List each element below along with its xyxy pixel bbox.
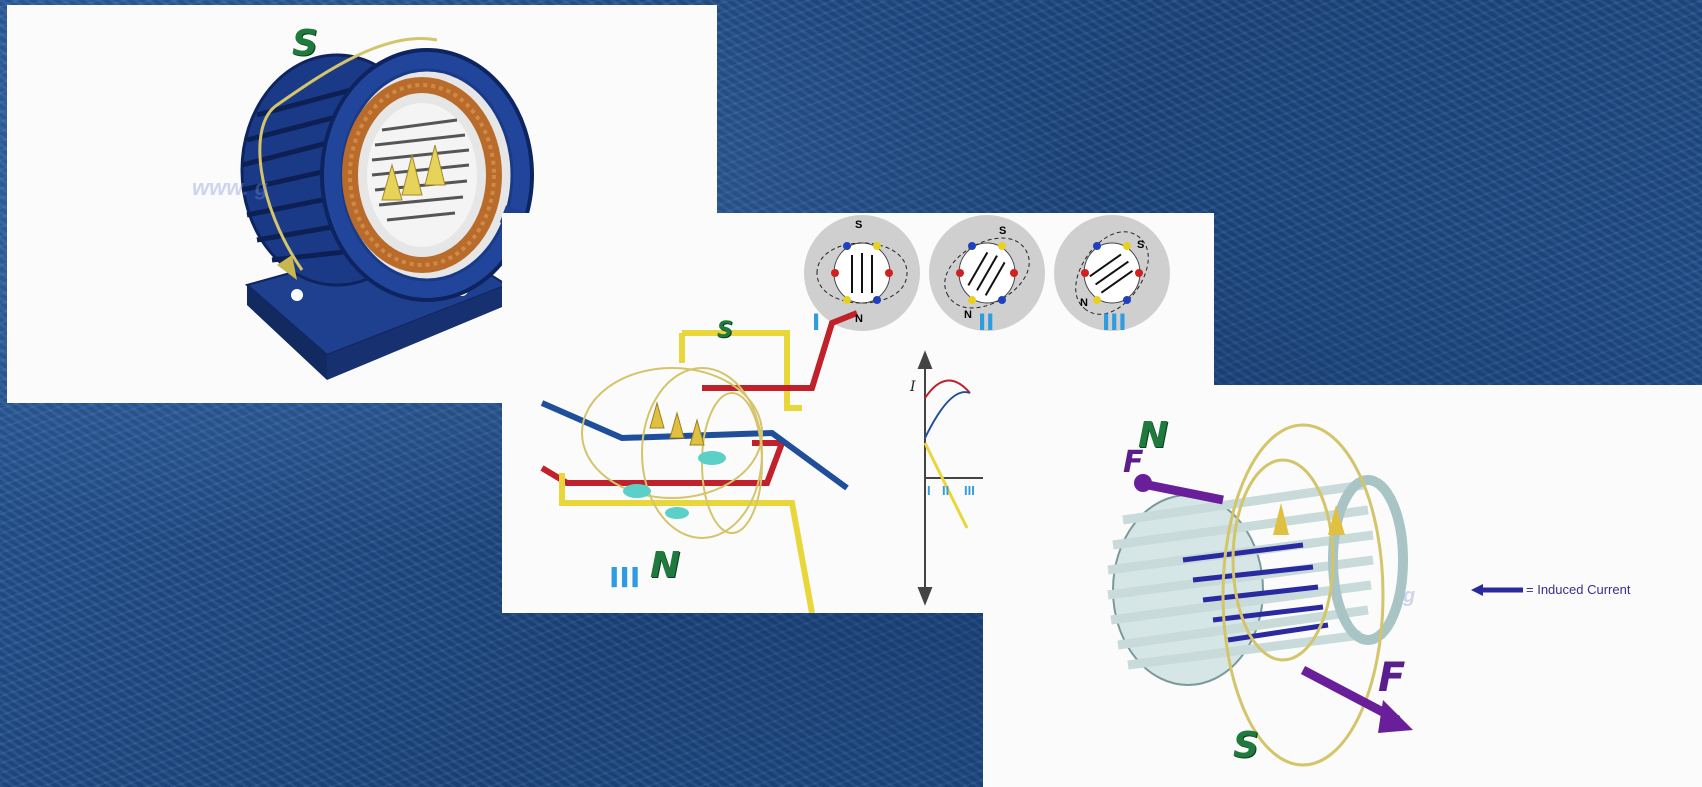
pole-n-label: N: [650, 545, 681, 586]
pole-s-label: S: [717, 318, 733, 343]
force-label-top: F: [1123, 445, 1144, 480]
y-axis-label: I: [910, 379, 916, 395]
field-diagram-1: [804, 215, 920, 331]
phase-label: III: [609, 561, 641, 594]
tick-label-1: I: [927, 483, 931, 498]
force-label-bottom: F: [1378, 655, 1406, 701]
diagram-label-3: III: [1102, 311, 1127, 336]
diagram-2-top-pole: S: [999, 225, 1007, 237]
rotor-illustration: [1107, 423, 1523, 767]
legend-label: = Induced Current: [1526, 582, 1631, 597]
diagram-1-bottom-pole: N: [855, 313, 863, 325]
pole-s-label: S: [1233, 725, 1259, 766]
rotor-panel: N S F F = Induced Current g: [983, 385, 1702, 787]
motor-illustration: [240, 37, 535, 380]
watermark-text: www. g: [192, 175, 269, 200]
motor-image-panel: S www. g: [7, 5, 717, 403]
field-diagram-2: [929, 215, 1045, 331]
field-diagram-3: [1054, 215, 1170, 331]
pole-n-label: N: [1138, 415, 1169, 456]
watermark-text: g: [1403, 585, 1416, 607]
diagram-3-top-pole: S: [1137, 239, 1145, 251]
diagram-2-bottom-pole: N: [964, 309, 972, 321]
diagram-label-2: II: [978, 311, 995, 336]
legend-arrow: [1471, 584, 1523, 596]
diagram-label-1: I: [812, 311, 821, 336]
diagram-3-bottom-pole: N: [1080, 297, 1088, 309]
pole-s-label: S: [292, 23, 318, 64]
tick-label-3: III: [964, 483, 975, 498]
diagram-1-top-pole: S: [855, 219, 863, 231]
tick-label-2: II: [942, 483, 950, 498]
